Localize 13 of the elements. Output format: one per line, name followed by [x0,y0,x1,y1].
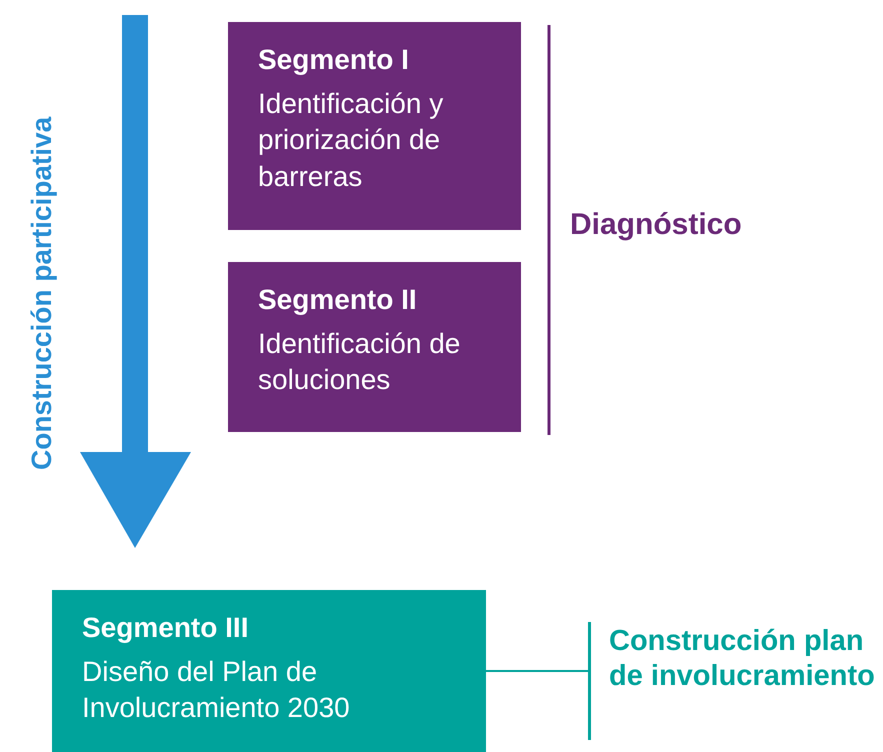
box-heading: Segmento III [82,612,250,644]
process-box [52,590,486,752]
box-heading: Segmento II [258,284,418,316]
arrow-label: Construcción participativa [26,116,58,470]
box-text: Diseño del Plan de Involucramiento 2030 [82,655,351,726]
connector-line [486,670,588,672]
box-heading: Segmento I [258,44,410,76]
section-label: Diagnóstico [570,208,742,242]
process-box [228,22,521,230]
bracket-label: Construcción plan de involucramiento [588,622,880,740]
box-text: Identificación y priorización de barreras [258,87,444,194]
box-text: Identificación de soluciones [258,327,462,398]
process-box [228,262,521,432]
